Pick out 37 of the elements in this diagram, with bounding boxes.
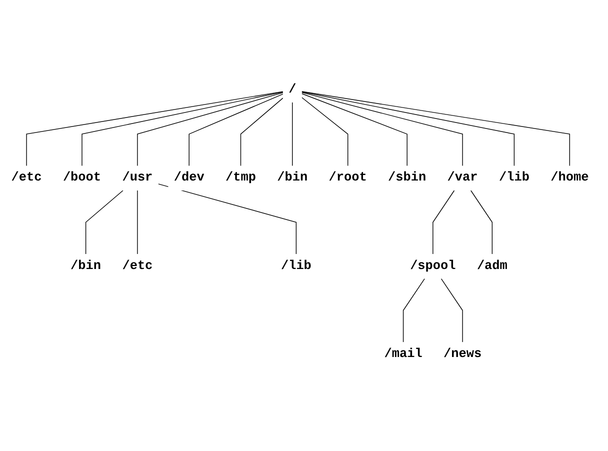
connector bbox=[432, 190, 455, 255]
connector bbox=[301, 92, 463, 166]
connector bbox=[158, 184, 297, 255]
node-text: /sbin bbox=[388, 171, 426, 186]
connector bbox=[301, 91, 570, 166]
node-text: /bin bbox=[277, 171, 308, 186]
connector bbox=[301, 97, 348, 166]
connector bbox=[137, 92, 284, 166]
connector bbox=[85, 190, 124, 255]
connector bbox=[301, 94, 408, 166]
node-text: / bbox=[288, 82, 296, 97]
node-text: /adm bbox=[476, 259, 508, 274]
connector bbox=[137, 190, 138, 255]
node-text: /spool bbox=[410, 259, 456, 274]
node-text: /var bbox=[447, 171, 478, 186]
node-text: /etc bbox=[11, 171, 42, 186]
node-text: /root bbox=[328, 171, 367, 186]
connector bbox=[292, 102, 293, 166]
node-text: /news bbox=[444, 347, 482, 362]
connector bbox=[301, 92, 515, 166]
connector bbox=[26, 91, 284, 166]
node-text: /tmp bbox=[225, 171, 256, 186]
node-text: /lib bbox=[280, 259, 312, 274]
node-text: /lib bbox=[498, 171, 530, 186]
node-text: /home bbox=[550, 171, 589, 186]
node-text: /etc bbox=[122, 259, 153, 274]
connector bbox=[440, 278, 463, 343]
connector bbox=[402, 278, 425, 343]
node-text: /boot bbox=[62, 171, 102, 186]
node-text: /mail bbox=[384, 347, 422, 362]
connector bbox=[240, 98, 284, 166]
node-text: /usr bbox=[122, 171, 153, 186]
connector bbox=[470, 190, 493, 255]
connector bbox=[188, 94, 284, 166]
node-text: /bin bbox=[70, 259, 102, 274]
directory-tree-drawing: / /etc /boot /usr /dev /tmp /bin /root /sbin /var /lib /home /bin /etc /lib /spool /adm /mail /news bbox=[0, 72, 600, 373]
connector bbox=[82, 92, 284, 166]
